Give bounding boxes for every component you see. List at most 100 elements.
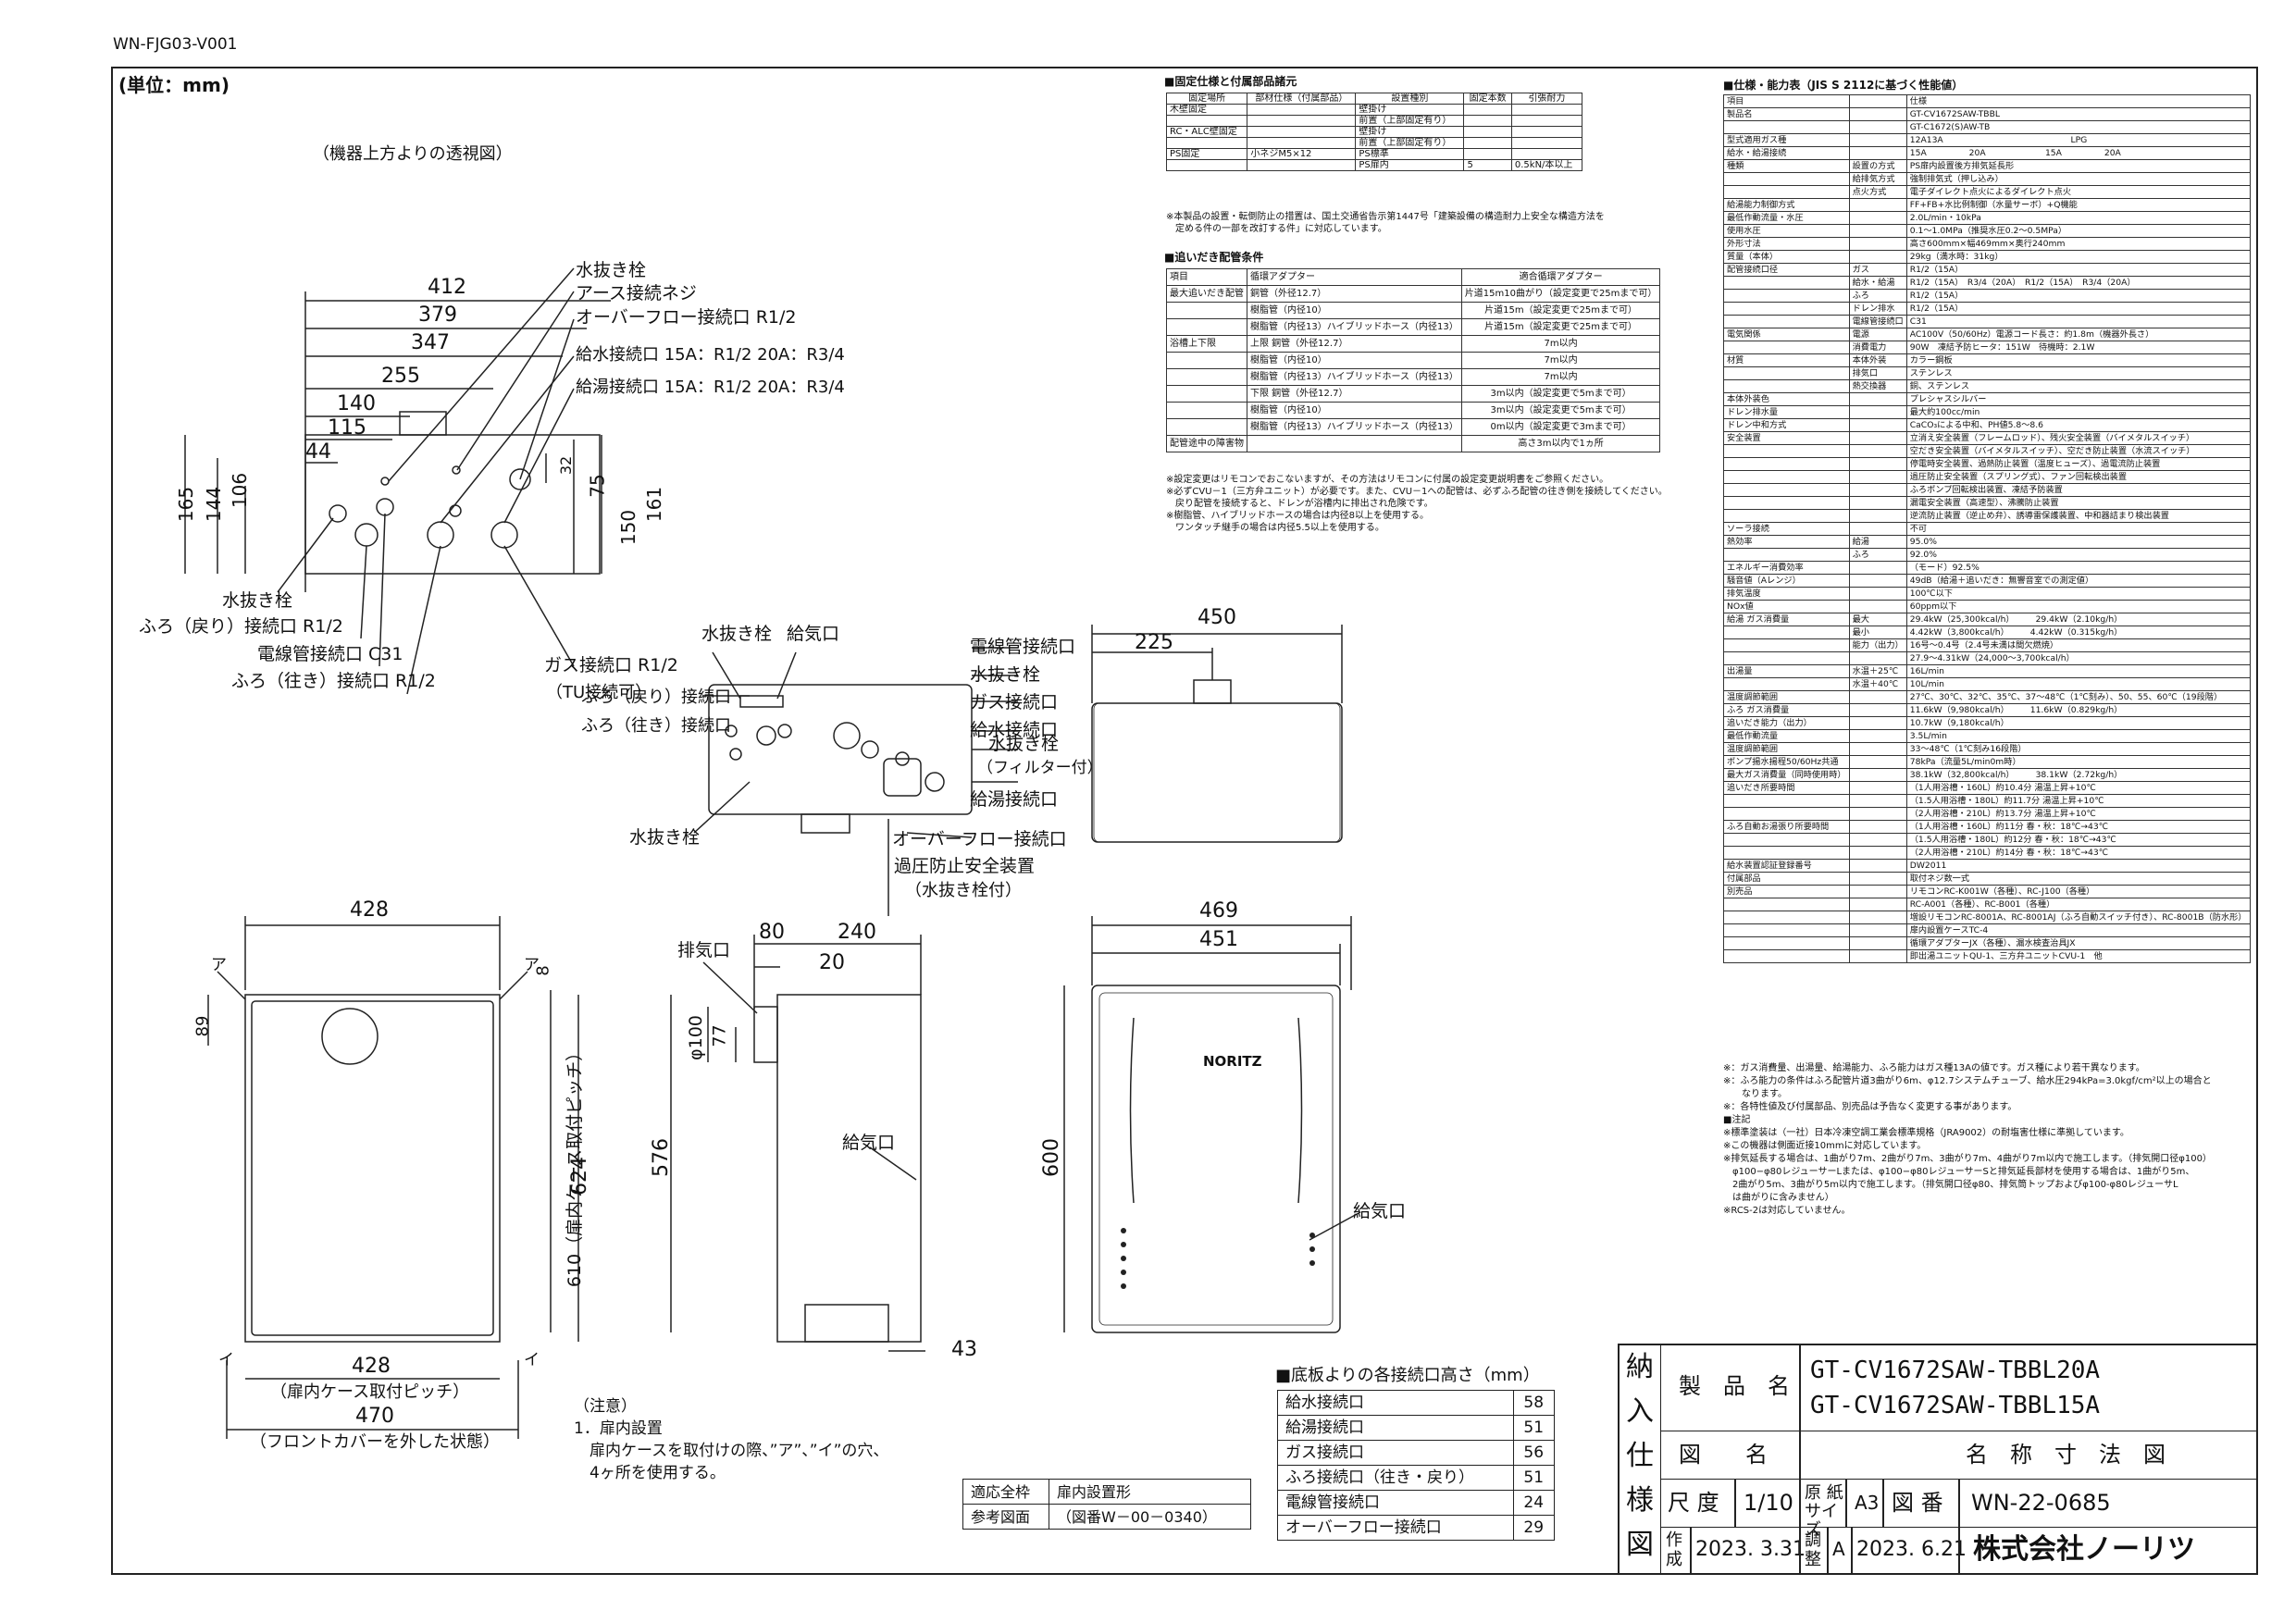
fixing-cell: 壁掛け	[1355, 104, 1465, 116]
spec-cell: 項目	[1723, 94, 1850, 108]
label-bath-out-top: ふろ（往き）接続口 R1/2	[231, 671, 436, 691]
iso-relief-valve: 過圧防止安全装置	[894, 856, 1036, 876]
spec-row: 循環アダプターJX（各種）、漏水検査治具JX	[1723, 936, 2251, 950]
spec-cell	[1848, 392, 1907, 406]
spec-row: 漏電安全装置（高速型）、沸騰防止装置	[1723, 496, 2251, 510]
piping-cell: 浴槽上下限	[1166, 335, 1247, 353]
divider	[1734, 1479, 1736, 1527]
spec-cell	[1723, 379, 1850, 393]
fixing-notes: ※本製品の設置・転倒防止の措置は、国土交通省告示第1447号「建築設備の構造耐力…	[1166, 211, 1605, 235]
date-row: 作 成 2023. 3.31 調 整 A 2023. 6.21 株式会社ノーリツ	[1660, 1527, 2256, 1573]
piping-cell: 樹脂管（内径10）	[1247, 302, 1462, 319]
spec-cell	[1848, 898, 1907, 911]
spec-cell: 空だき安全装置（バイメタルスイッチ）、空だき防止装置（水流スイッチ）	[1905, 444, 2251, 458]
company-name: 株式会社ノーリツ	[1973, 1533, 2195, 1566]
piping-row: 樹脂管（内径13）ハイブリッドホース（内径13）片道15m（設定変更で25mまで…	[1166, 318, 1661, 336]
spec-row: 項目仕様	[1723, 94, 2251, 108]
front-dim-470: 470	[355, 1405, 394, 1428]
piping-cell	[1166, 318, 1247, 336]
fixing-cell	[1247, 115, 1357, 127]
spec-cell	[1848, 755, 1907, 769]
product-label: 製 品 名	[1679, 1373, 1790, 1399]
spec-cell: 循環アダプターJX（各種）、漏水検査治具JX	[1905, 936, 2251, 950]
fixing-cell	[1165, 115, 1248, 127]
spec-cell	[1848, 146, 1907, 160]
iso-drain-filter: 水抜き栓	[988, 734, 1060, 754]
ref-cell: 扉内設置形	[1049, 1479, 1251, 1505]
piping-cell: 循環アダプター	[1247, 268, 1462, 286]
top-dim-347: 347	[411, 331, 450, 354]
spec-cell: ポンプ揚水揚程50/60Hz共通	[1723, 755, 1850, 769]
side-dim-240: 240	[838, 921, 876, 944]
spec-cell: 別売品	[1723, 885, 1850, 898]
piping-row: 下限 銅管（外径12.7）3m以内（設定変更で5mまで可）	[1166, 385, 1661, 403]
spec-cell	[1848, 94, 1907, 108]
spec-cell	[1848, 600, 1907, 613]
spec-row: 外形寸法高さ600mm×幅469mm×奥行240mm	[1723, 237, 2251, 251]
iso-filter-note: （フィルター付）	[977, 759, 1103, 777]
spec-cell	[1723, 470, 1850, 484]
fixing-cell: 前置（上部固定有り）	[1355, 115, 1465, 127]
product-name-15a: GT-CV1672SAW-TBBL15A	[1810, 1392, 2101, 1419]
front-cover-note: （フロントカバーを外した状態）	[250, 1432, 500, 1452]
spec-cell	[1848, 742, 1907, 756]
spec-cell	[1723, 185, 1850, 199]
divider	[1845, 1479, 1847, 1527]
connection-height: 29	[1512, 1515, 1555, 1541]
spec-notes: ※：ガス消費量、出湯量、給湯能力、ふろ能力はガス種13Aの値です。ガス種により若…	[1723, 1062, 2212, 1218]
label-water-supply-top: 給水接続口 15A：R1/2 20A：R3/4	[576, 345, 845, 365]
ref-cell: 参考図面	[962, 1504, 1049, 1530]
spec-cell: ドレン中和方式	[1723, 418, 1850, 432]
fixing-cell	[1247, 159, 1357, 171]
spec-cell	[1848, 846, 1907, 860]
spec-cell: 16L/min	[1905, 664, 2251, 678]
spec-cell: 逆流防止装置（逆止め弁）、誘導雷保護装置、中和器詰まり検出装置	[1905, 509, 2251, 523]
iso-drain-plug: 水抜き栓	[701, 624, 773, 644]
spec-cell	[1723, 172, 1850, 186]
spec-cell	[1848, 807, 1907, 821]
divider	[1958, 1527, 1960, 1573]
spec-cell: 27.9〜4.31kW（24,000〜3,700kcal/h）	[1905, 651, 2251, 665]
label-conduit-top: 電線管接続口 C31	[257, 644, 403, 664]
product-row: 製 品 名 GT-CV1672SAW-TBBL20A GT-CV1672SAW-…	[1660, 1345, 2256, 1431]
fixing-row: 木壁固定壁掛け	[1165, 104, 1583, 116]
spec-cell	[1848, 651, 1907, 665]
spec-cell: 0.1〜1.0MPa（推奨水圧0.2〜0.5MPa）	[1905, 224, 2251, 238]
connection-name: ふろ接続口（往き・戻り）	[1277, 1465, 1514, 1491]
title-block-side: 納 入 仕 様 図	[1620, 1345, 1661, 1573]
iso-intake: 給気口	[787, 624, 840, 644]
spec-cell: 出湯量	[1723, 664, 1850, 678]
spec-cell	[1848, 587, 1907, 601]
spec-cell: 最低作動流量	[1723, 729, 1850, 743]
fixing-cell: 0.5kN/本以上	[1510, 159, 1583, 171]
spec-cell: 33〜48℃（1℃刻み16段階）	[1905, 742, 2251, 756]
spec-cell: FF+FB+水比例制御（水量サーボ）+Q機能	[1905, 198, 2251, 212]
spec-note: ※：ふろ能力の条件はふろ配管片道3曲がり6m、φ12.7システムチューブ、給水圧…	[1723, 1076, 2212, 1086]
spec-cell: 増設リモコンRC-8001A、RC-8001AJ（ふろ自動スイッチ付き）、RC-…	[1905, 911, 2251, 924]
spec-row: 排気口ステンレス	[1723, 366, 2251, 380]
divider	[1799, 1527, 1801, 1573]
piping-row: 配管途中の障害物高さ3m以内で1ヵ所	[1166, 435, 1661, 452]
label-gas-top: ガス接続口 R1/2	[544, 655, 678, 675]
spec-cell: 即出湯ユニットQU-1、三方弁ユニットCVU-1 他	[1905, 949, 2251, 963]
title-block: 納 入 仕 様 図 製 品 名 GT-CV1672SAW-TBBL20A GT-…	[1618, 1344, 2258, 1575]
piping-row: 樹脂管（内径10）片道15m（設定変更で25mまで可）	[1166, 302, 1661, 319]
bottom-heights-title: ■底板よりの各接続口高さ（mm）	[1275, 1366, 1540, 1385]
spec-row: 逆流防止装置（逆止め弁）、誘導雷保護装置、中和器詰まり検出装置	[1723, 509, 2251, 523]
spec-cell: 本体外装色	[1723, 392, 1850, 406]
spec-cell	[1723, 923, 1850, 937]
spec-cell: 10L/min	[1905, 677, 2251, 691]
side-intake: 給気口	[842, 1133, 896, 1153]
